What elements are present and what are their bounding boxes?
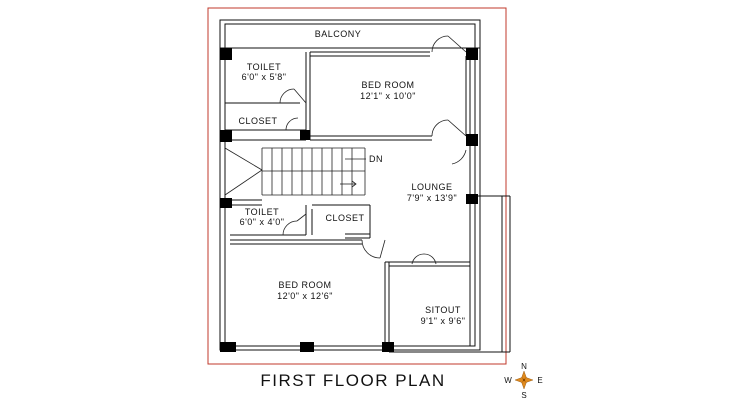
- room-size-bedroom-top: 12'1" x 10'0": [360, 91, 416, 101]
- compass-west: W: [504, 376, 512, 385]
- room-label-toilet-bottom: TOILET: [245, 207, 279, 217]
- room-label-toilet-top: TOILET: [247, 62, 281, 72]
- staircase: [224, 147, 366, 196]
- room-label-balcony: BALCONY: [315, 29, 362, 39]
- room-label-lounge: LOUNGE: [411, 182, 452, 192]
- compass-north: N: [521, 362, 527, 371]
- room-size-sitout: 9'1" x 9'6": [421, 316, 466, 326]
- room-label-closet-top: CLOSET: [238, 116, 277, 126]
- compass-south: S: [521, 391, 526, 400]
- compass-rose-icon: N S W E: [504, 362, 542, 400]
- room-label-bedroom-bottom: BED ROOM: [278, 280, 331, 290]
- room-size-bedroom-bottom: 12'0" x 12'6": [277, 291, 333, 301]
- plan-title: FIRST FLOOR PLAN: [260, 371, 445, 390]
- structural-columns: [220, 48, 478, 352]
- stair-treads: [271, 148, 366, 195]
- door-swings: [279, 35, 467, 265]
- room-size-toilet-top: 6'0" x 5'8": [242, 72, 287, 82]
- room-label-bedroom-top: BED ROOM: [361, 80, 414, 90]
- compass-east: E: [537, 376, 542, 385]
- room-label-closet-bottom: CLOSET: [325, 213, 364, 223]
- room-label-sitout: SITOUT: [425, 305, 461, 315]
- sheet-border: [207, 7, 507, 365]
- stair-label-dn: DN: [369, 154, 383, 164]
- interior-walls: [225, 48, 511, 353]
- room-size-toilet-bottom: 6'0" x 4'0": [240, 217, 285, 227]
- room-size-lounge: 7'9" x 13'9": [407, 193, 457, 203]
- outer-walls: [219, 19, 481, 351]
